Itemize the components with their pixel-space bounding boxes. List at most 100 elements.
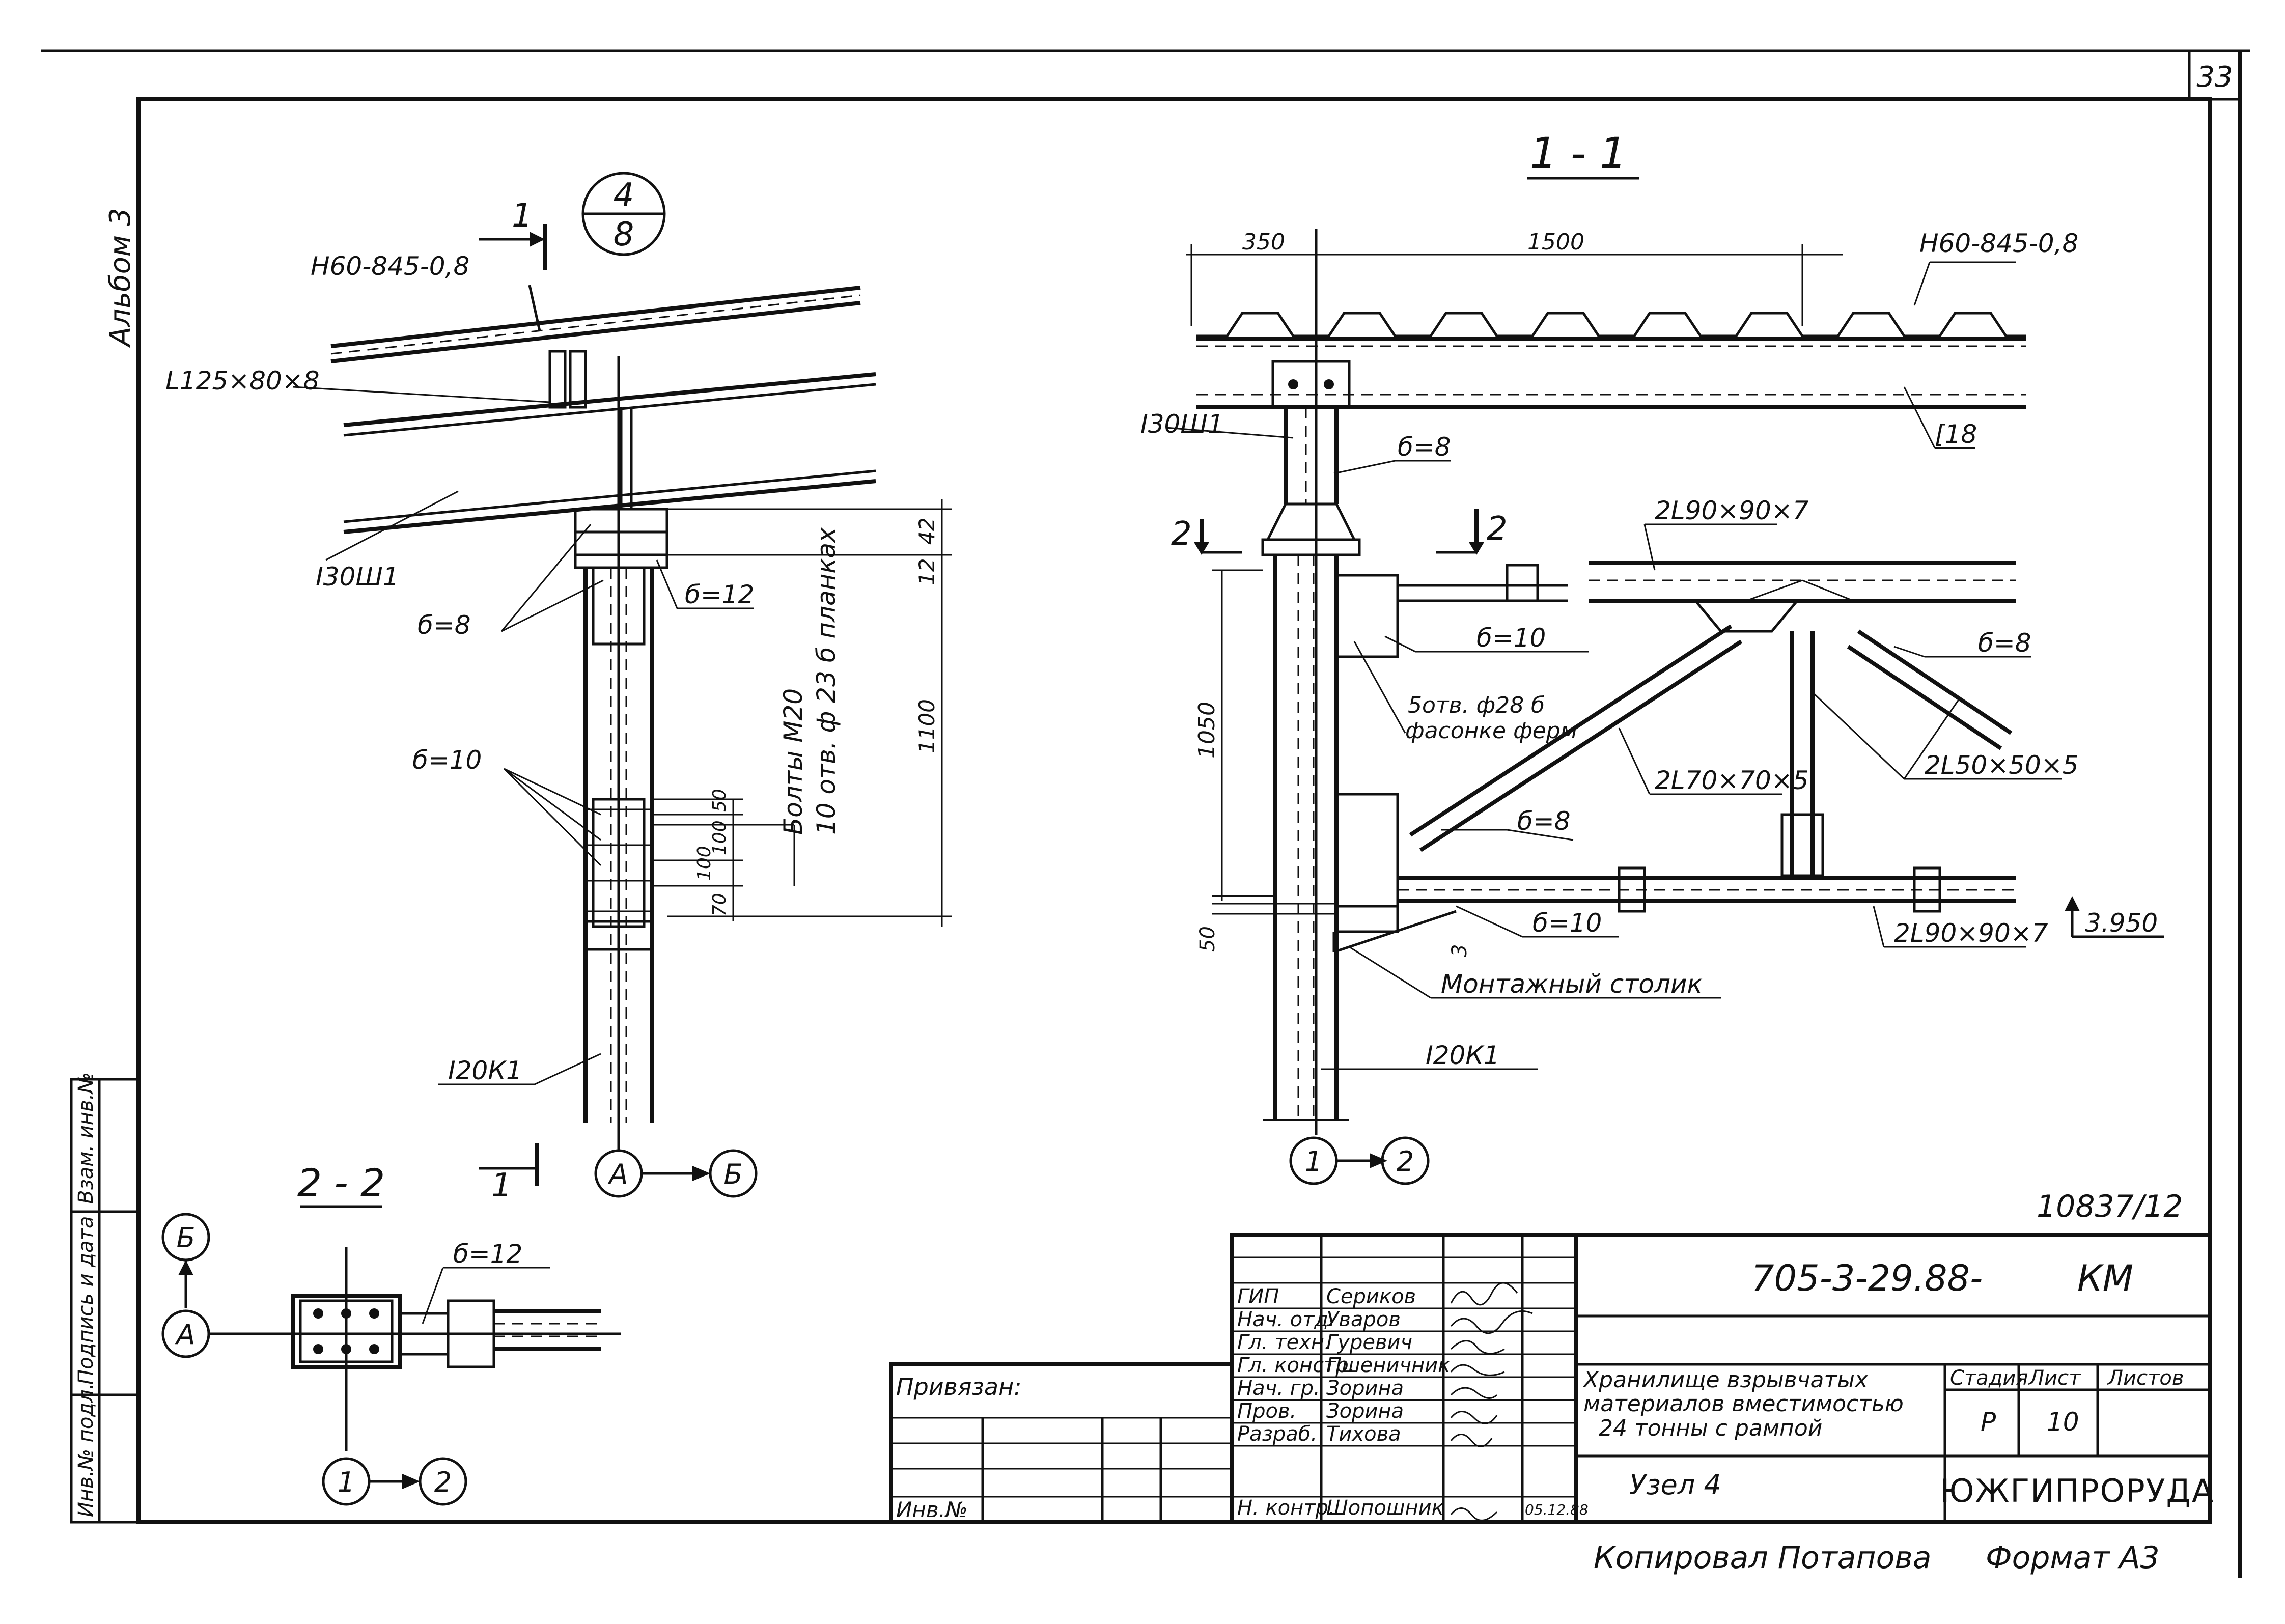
s11-mounting-table-label: Монтажный столик — [1441, 969, 1703, 999]
left-axis-a: А — [608, 1158, 628, 1190]
s11-channel-label: [18 — [1935, 419, 1977, 449]
s11-plate-8-top: б=8 — [1398, 432, 1451, 462]
tb-name: Пшеничник — [1326, 1354, 1450, 1377]
node-marker-top: 4 — [614, 177, 634, 214]
s11-holes-note-1: 5отв. ф28 б — [1408, 692, 1545, 718]
s11-axis-1: 1 — [1305, 1145, 1322, 1178]
tb-stage-header: Стадия — [1950, 1366, 2028, 1390]
left-bolts-note-1: Болты М20 — [778, 688, 808, 835]
tb-name: Гуревич — [1326, 1331, 1412, 1354]
left-dim-42: 42 — [914, 518, 939, 545]
tb-project-line3: 24 тонны с рампой — [1599, 1415, 1822, 1441]
tb-name: Зорина — [1326, 1377, 1404, 1400]
tb-role: ГИП — [1237, 1285, 1279, 1308]
tb-doc-suffix: КМ — [2077, 1257, 2133, 1299]
tb-organization: ЮЖГИПРОРУДА — [1940, 1472, 2215, 1509]
inventory-stamp: 10837/12 — [2037, 1189, 2183, 1224]
title-block: Привязан: Инв.№ ГИП Сериков Нач. отд. Ув… — [889, 1233, 2215, 1524]
section-1-1: 1 - 1 350 1500 Н60-845-0,8 [18 I30Ш1 — [1140, 128, 2164, 1185]
tb-role: Нач. отд. — [1237, 1308, 1335, 1331]
left-cut-mark-bottom: 1 — [491, 1167, 512, 1205]
left-cut-mark-top: 1 — [512, 197, 533, 235]
s11-bottom-chord-label: 2L90×90×7 — [1894, 918, 2048, 948]
s11-dim-50: 50 — [1196, 926, 1219, 952]
s11-dim-3: 3 — [1448, 944, 1471, 957]
tb-role: Гл. техн. — [1237, 1331, 1331, 1354]
tb-signatures — [1450, 1282, 1533, 1521]
tb-name: Шопошник — [1326, 1496, 1444, 1520]
s11-top-chord-label: 2L90×90×7 — [1655, 496, 1809, 525]
left-axis-b: Б — [723, 1158, 742, 1190]
node-marker: 4 8 — [581, 172, 666, 256]
tb-project-line2: материалов вместимостью — [1583, 1391, 1904, 1417]
tb-role: Разраб. — [1237, 1422, 1317, 1446]
s11-dim-1050: 1050 — [1194, 702, 1220, 759]
s11-elevation: 3.950 — [2085, 908, 2158, 938]
tb-role-rows: ГИП Сериков Нач. отд. Уваров Гл. техн. Г… — [1232, 1285, 1589, 1520]
node-marker-bottom: 8 — [614, 216, 634, 254]
s11-gusset-10: б=10 — [1476, 623, 1546, 653]
s11-column-label: I20К1 — [1426, 1041, 1500, 1070]
s22-plate-label: б=12 — [453, 1239, 522, 1269]
s22-axis-a: А — [175, 1319, 196, 1351]
s11-cut-mark-right: 2 — [1487, 510, 1508, 548]
s11-column-top-label: I30Ш1 — [1140, 409, 1224, 439]
tb-project-line1: Хранилище взрывчатых — [1582, 1367, 1869, 1393]
stamp-replace-field: Взам. инв.№ — [74, 1072, 98, 1204]
s22-axis-2: 2 — [434, 1466, 452, 1498]
left-view: 1 Н60-845-0,8 L125×80×8 I30Ш1 — [165, 197, 952, 1205]
left-dim-12: 12 — [914, 558, 939, 585]
s11-cut-mark-left: 2 — [1171, 515, 1192, 553]
left-bolts-note-2: 10 отв. ф 23 б планках — [812, 527, 841, 835]
side-stamp: Инв.№ подл. Подпись и дата Взам. инв.№ — [70, 1072, 140, 1524]
copied-by: Копировал Потапова — [1594, 1540, 1932, 1576]
left-deck-label: Н60-845-0,8 — [311, 251, 469, 281]
s22-axis-1: 1 — [338, 1466, 355, 1498]
tb-name: Сериков — [1326, 1285, 1416, 1308]
s11-post-label: 2L50×50×5 — [1925, 750, 2079, 780]
left-dim-50: 50 — [709, 789, 730, 812]
tb-role: Пров. — [1237, 1399, 1296, 1423]
tb-name: Тихова — [1326, 1422, 1401, 1446]
tb-role: Н. контр. — [1237, 1496, 1335, 1520]
album-label: Альбом 3 — [104, 208, 137, 348]
s11-corrugated-deck — [1196, 312, 2026, 338]
s11-holes-note-2: фасонке ферм — [1405, 718, 1577, 744]
tb-inv-label: Инв.№ — [896, 1497, 968, 1522]
tb-sheets-header: Листов — [2107, 1366, 2184, 1390]
left-beam-label: I30Ш1 — [316, 562, 399, 592]
section-1-1-title: 1 - 1 — [1530, 128, 1627, 178]
tb-sheet-title: Узел 4 — [1629, 1469, 1721, 1501]
page-number: 33 — [2196, 61, 2233, 94]
tb-name: Зорина — [1326, 1399, 1404, 1423]
tb-doc-code: 705-3-29.88- — [1751, 1257, 1983, 1299]
s11-deck-label: Н60-845-0,8 — [1919, 229, 2078, 258]
stamp-sign-field: Подпись и дата — [74, 1216, 98, 1385]
s11-gusset-10-low: б=10 — [1532, 908, 1602, 938]
left-dim-100b: 100 — [694, 846, 715, 881]
tb-sheet-no: 10 — [2047, 1407, 2079, 1437]
s11-diagonal-label: 2L70×70×5 — [1655, 766, 1809, 795]
stamp-inv-field: Инв.№ подл. — [74, 1383, 98, 1517]
left-dim-70: 70 — [709, 893, 730, 916]
tb-role: Нач. гр. — [1237, 1377, 1320, 1400]
section-2-2: 2 - 2 Б А б=12 1 2 — [161, 1160, 621, 1506]
s11-plate-8-low: б=8 — [1517, 806, 1571, 836]
tb-sheet-header: Лист — [2028, 1366, 2081, 1390]
left-plate-12: б=12 — [685, 580, 754, 609]
tb-stage: Р — [1981, 1407, 1996, 1437]
sheet-format: Формат А3 — [1986, 1540, 2160, 1576]
s11-dim-1500: 1500 — [1527, 229, 1584, 255]
s11-plate-8-right: б=8 — [1978, 628, 2031, 658]
s22-axis-b: Б — [176, 1222, 195, 1254]
left-dim-1100: 1100 — [914, 699, 939, 753]
left-column-label: I20К1 — [448, 1056, 522, 1085]
s11-axis-2: 2 — [1397, 1145, 1414, 1178]
tb-attached-label: Привязан: — [896, 1373, 1022, 1401]
s11-dim-350: 350 — [1242, 229, 1285, 255]
left-plate-10: б=10 — [412, 745, 482, 775]
tb-name: Уваров — [1326, 1308, 1401, 1331]
tb-role: Гл. констр. — [1237, 1354, 1355, 1377]
left-dim-100a: 100 — [709, 820, 730, 855]
